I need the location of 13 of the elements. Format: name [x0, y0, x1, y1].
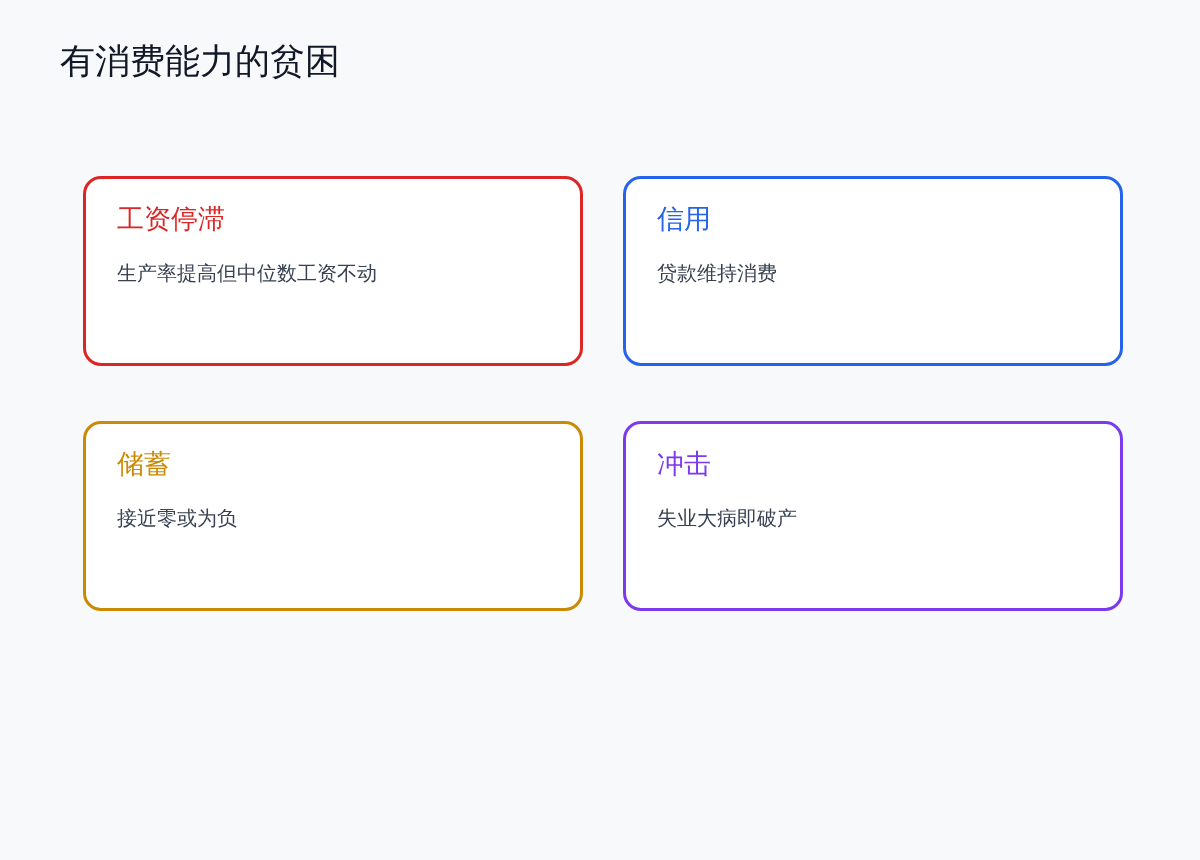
card-heading: 工资停滞 [117, 203, 225, 236]
page-title: 有消费能力的贫困 [60, 40, 340, 82]
category-card [623, 176, 1123, 366]
card-description: 失业大病即破产 [657, 506, 797, 532]
card-description: 贷款维持消费 [657, 261, 777, 287]
card-heading: 冲击 [657, 448, 711, 481]
card-heading: 储蓄 [117, 448, 171, 481]
category-card [83, 176, 583, 366]
card-description: 生产率提高但中位数工资不动 [117, 261, 377, 287]
card-heading: 信用 [657, 203, 711, 236]
category-card [83, 421, 583, 611]
card-description: 接近零或为负 [117, 506, 237, 532]
category-card [623, 421, 1123, 611]
